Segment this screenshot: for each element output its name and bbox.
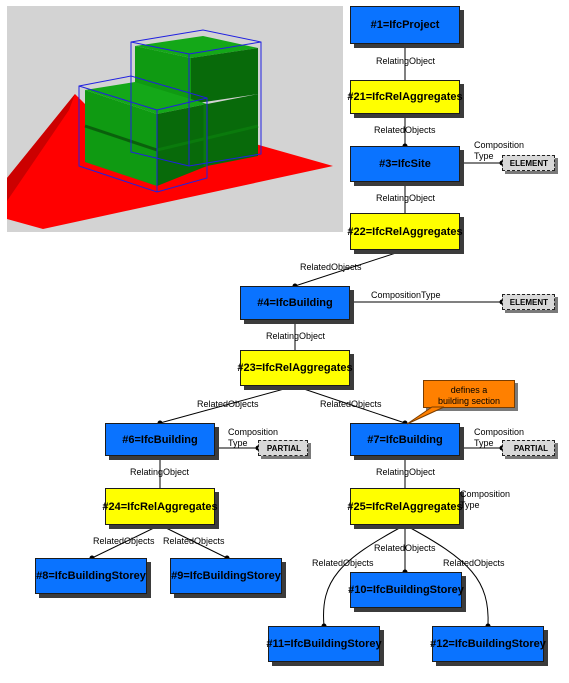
edge-label-related-objects: RelatedObjects xyxy=(312,558,374,568)
edge-label-relating-object: RelatingObject xyxy=(376,193,436,203)
edge-23-7 xyxy=(294,385,406,424)
composition-label: Composition xyxy=(474,427,525,437)
edge-label-related-objects: RelatedObjects xyxy=(374,543,436,553)
edge-24-8 xyxy=(91,524,161,559)
edge-23-6 xyxy=(159,385,296,424)
storey-division xyxy=(84,124,158,152)
composition-label: Composition xyxy=(460,489,511,499)
node-ifcrelaggregates-21[interactable]: #21=IfcRelAggregates xyxy=(347,80,463,114)
edge-25-12 xyxy=(404,524,489,627)
callout-line-1: defines a xyxy=(450,385,488,395)
node-ifcrelaggregates-25[interactable]: #25=IfcRelAggregates xyxy=(347,488,463,525)
node-ifcrelaggregates-23[interactable]: #23=IfcRelAggregates xyxy=(237,350,353,386)
lower-block-top xyxy=(85,82,207,114)
node-ifcsite[interactable]: #3=IfcSite xyxy=(350,146,460,182)
node-ifcproject[interactable]: #1=IfcProject xyxy=(350,6,460,44)
edge-label-relating-object: RelatingObject xyxy=(376,56,436,66)
edge-25-11 xyxy=(323,524,406,627)
upper-block-top xyxy=(135,36,258,58)
edge-label-related-objects: RelatedObjects xyxy=(374,125,436,135)
edge-label-relating-object: RelatingObject xyxy=(376,467,436,477)
node-ifcrelaggregates-24[interactable]: #24=IfcRelAggregates xyxy=(102,488,218,525)
edge-label-related-objects: RelatedObjects xyxy=(443,558,505,568)
node-ifcrelaggregates-22[interactable]: #22=IfcRelAggregates xyxy=(347,213,463,250)
composition-type-tag-partial: PARTIAL xyxy=(258,440,308,456)
node-ifcbuildingstorey-10[interactable]: #10=IfcBuildingStorey xyxy=(348,572,464,608)
type-label: Type xyxy=(460,500,480,510)
edge-label-related-objects: RelatedObjects xyxy=(197,399,259,409)
node-ifcbuildingstorey-11[interactable]: #11=IfcBuildingStorey xyxy=(266,626,382,662)
composition-type-label: CompositionType xyxy=(371,290,441,300)
node-ifcbuildingstorey-8[interactable]: #8=IfcBuildingStorey xyxy=(35,558,147,594)
edge-label-related-objects: RelatedObjects xyxy=(320,399,382,409)
node-ifcbuildingstorey-9[interactable]: #9=IfcBuildingStorey xyxy=(170,558,282,594)
composition-type-tag-element: ELEMENT xyxy=(502,294,555,310)
node-ifcbuilding-4[interactable]: #4=IfcBuilding xyxy=(240,286,350,320)
edge-22-4 xyxy=(294,249,406,287)
type-label: Type xyxy=(474,151,494,161)
type-label: Type xyxy=(474,438,494,448)
edge-label-related-objects: RelatedObjects xyxy=(163,536,225,546)
type-label: Type xyxy=(228,438,248,448)
building-section-callout: defines a building section xyxy=(423,380,515,408)
composition-label: Composition xyxy=(228,427,279,437)
edge-label-related-objects: RelatedObjects xyxy=(300,262,362,272)
edge-label-relating-object: RelatingObject xyxy=(130,467,190,477)
terrain-slope xyxy=(7,94,75,201)
bounding-boxes xyxy=(78,29,262,193)
callout-line-2: building section xyxy=(437,396,501,406)
edge-24-9 xyxy=(159,524,228,559)
edge-label-relating-object: RelatingObject xyxy=(266,331,326,341)
building-3d-view xyxy=(7,6,343,232)
composition-type-tag-partial: PARTIAL xyxy=(502,440,555,456)
upper-block-side xyxy=(191,48,258,104)
composition-label: Composition xyxy=(474,140,525,150)
composition-type-tag-element: ELEMENT xyxy=(502,155,555,171)
node-ifcbuildingstorey-12[interactable]: #12=IfcBuildingStorey xyxy=(430,626,546,662)
edge-label-related-objects: RelatedObjects xyxy=(93,536,155,546)
node-ifcbuilding-7[interactable]: #7=IfcBuilding xyxy=(350,423,460,456)
node-ifcbuilding-6[interactable]: #6=IfcBuilding xyxy=(105,423,215,456)
